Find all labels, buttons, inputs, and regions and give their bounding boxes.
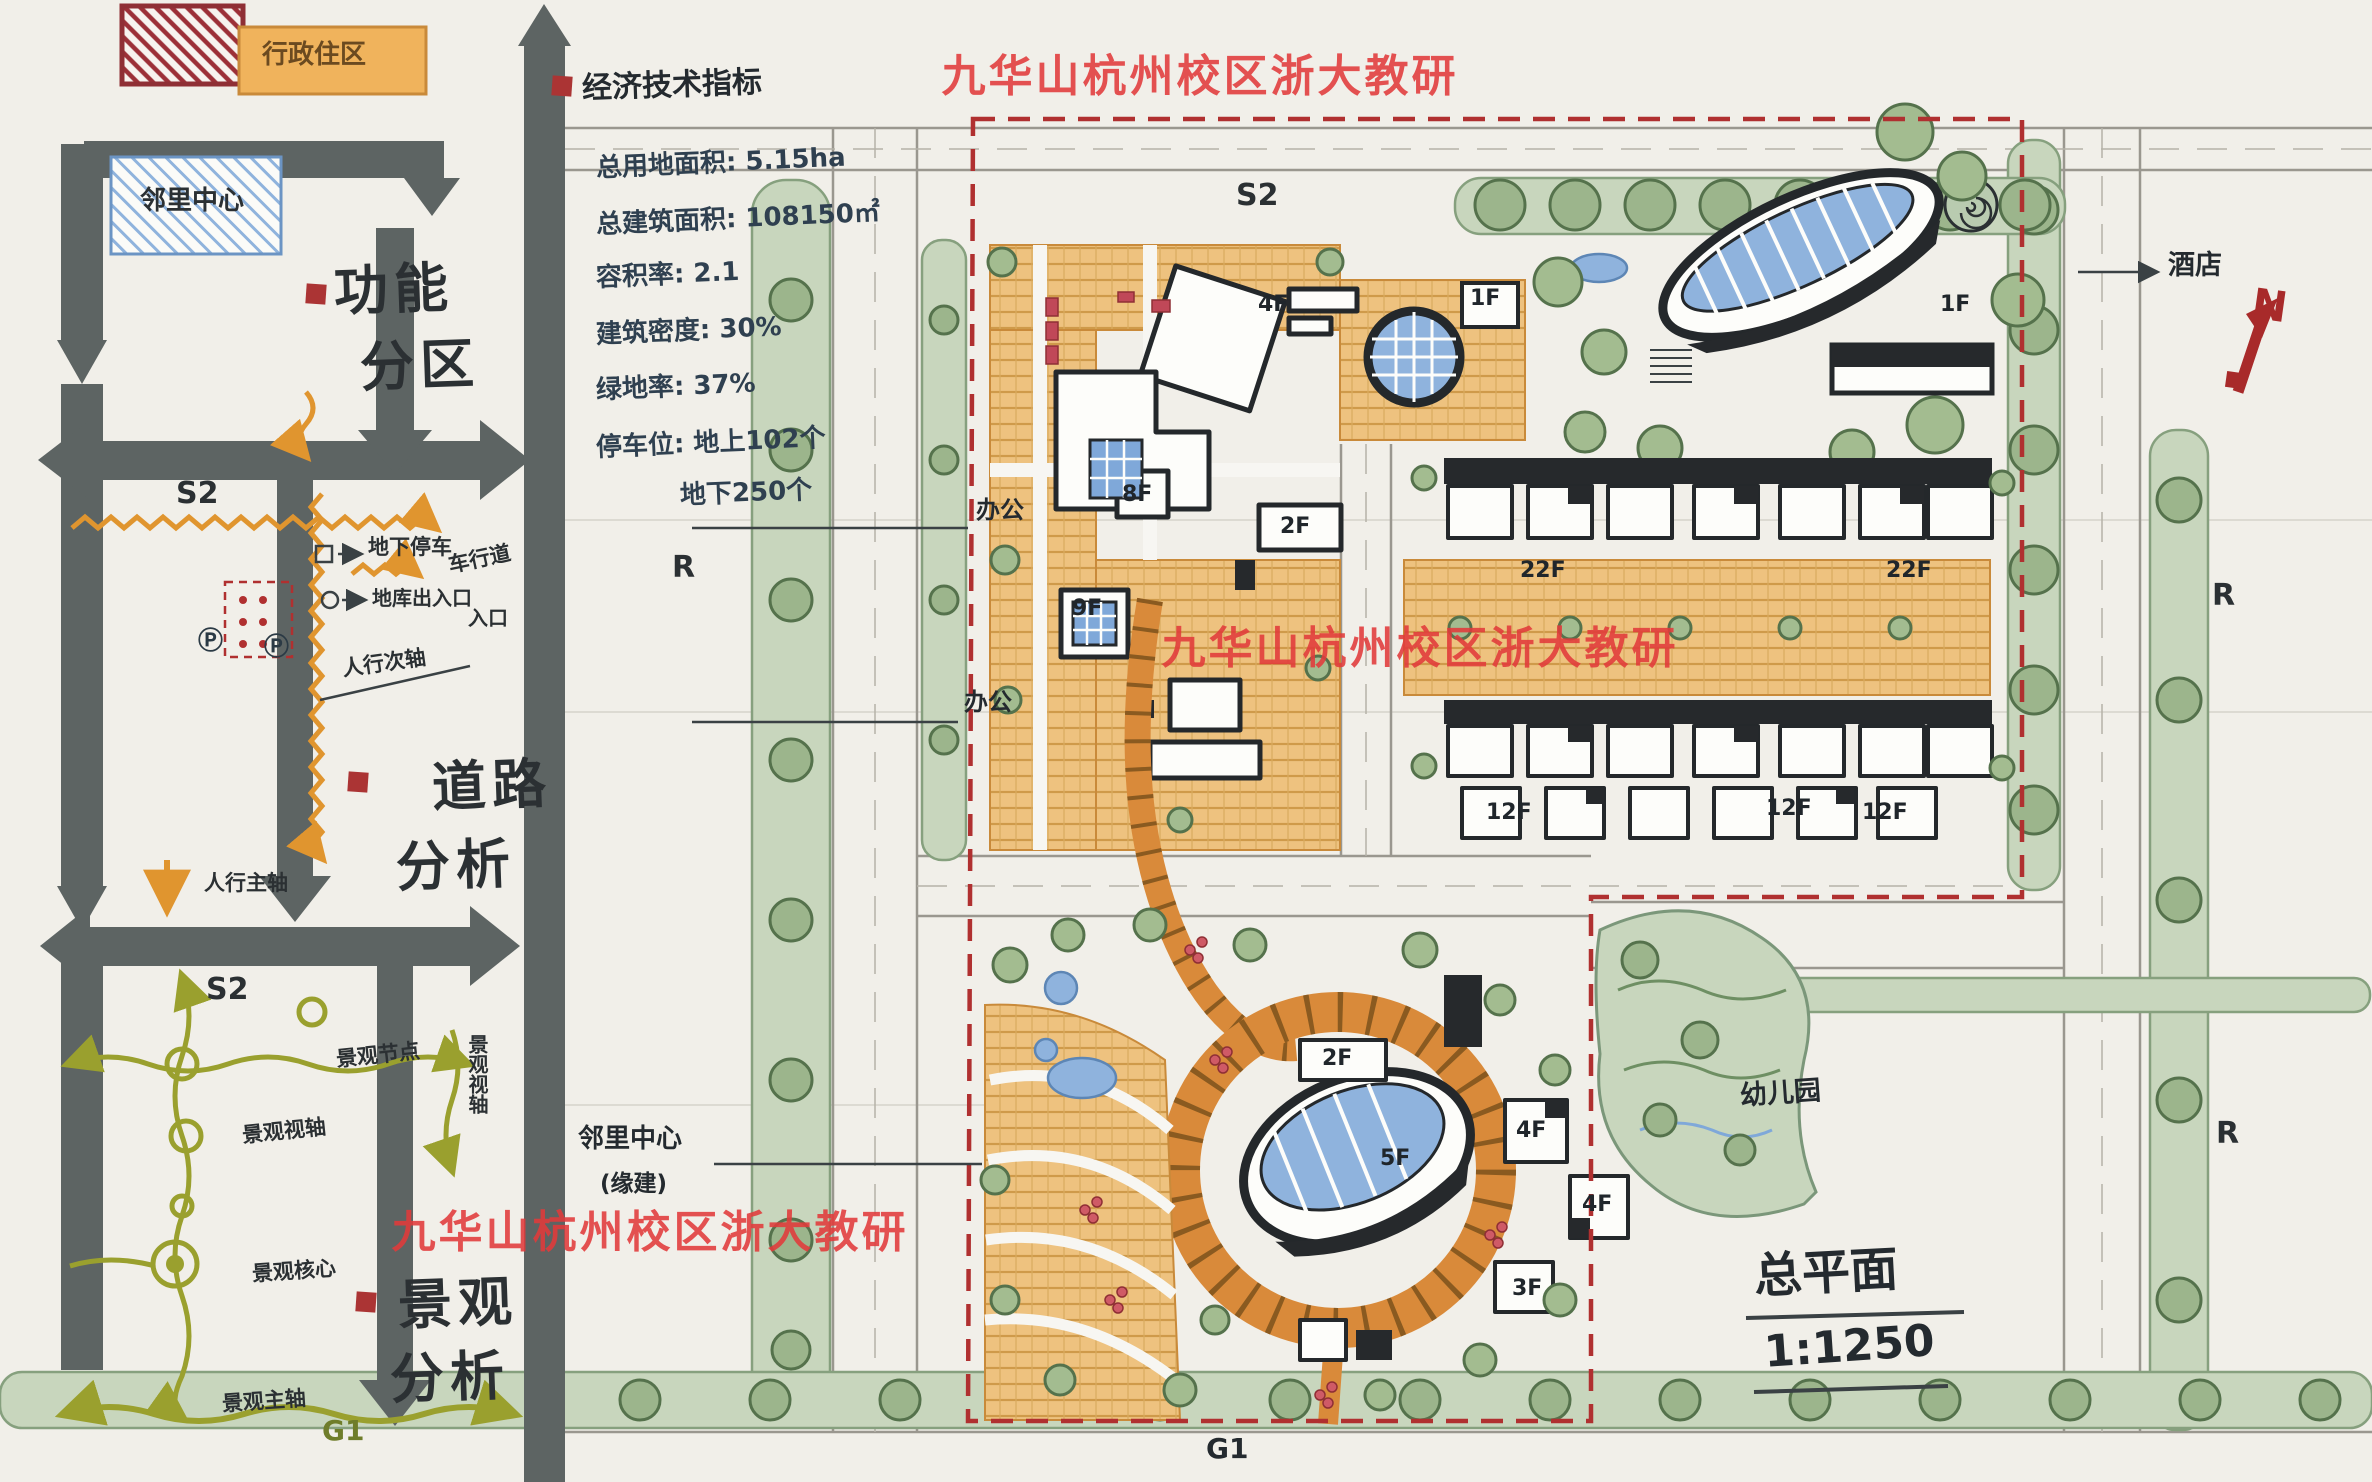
legend-neighborhood-box xyxy=(109,155,283,256)
watermark-bottom: 九华山杭州校区浙大教研 xyxy=(391,1207,909,1258)
site-boundary xyxy=(965,116,2025,1424)
floor-label: 3F xyxy=(1512,1276,1543,1301)
s2-road-label: S2 xyxy=(1236,178,1279,213)
parking-lot-box xyxy=(223,580,294,659)
plan-scale: 1:1250 xyxy=(1762,1315,1937,1378)
landscape-main-axis-label: 景观主轴 xyxy=(221,1386,307,1416)
pedestrian-main-label: 人行主轴 xyxy=(204,871,288,895)
landscape-core-label: 景观核心 xyxy=(251,1256,337,1286)
floor-label: 4F xyxy=(1582,1192,1613,1217)
cluster-office xyxy=(986,244,1526,851)
g1-road-label: G1 xyxy=(1206,1432,1249,1465)
office-label: 办公 xyxy=(976,496,1024,524)
parking-icon: Ⓟ xyxy=(198,626,224,655)
kindergarten-landscape-blob xyxy=(1594,909,1818,1218)
steps xyxy=(1650,349,1692,383)
road-title-2: 分析 xyxy=(394,831,518,900)
legend-admin-hatch xyxy=(119,3,246,87)
plan-title: 总平面 xyxy=(1752,1241,1900,1305)
legend-neighborhood-label: 邻里中心 xyxy=(140,186,245,216)
neighborhood-center-label: 邻里中心 xyxy=(578,1124,683,1154)
hotel-label: 酒店 xyxy=(2168,250,2222,281)
r-road-label: R xyxy=(2212,578,2236,613)
underground-parking-label: 地下停车 xyxy=(368,535,452,559)
north-label: N xyxy=(2248,278,2291,333)
parked-cars xyxy=(1045,291,1171,365)
landscape-s2-label: S2 xyxy=(206,972,249,1007)
entry-label: 入口 xyxy=(468,606,508,630)
roads xyxy=(565,126,2372,1434)
indicator-line: 地下250个 xyxy=(679,475,813,511)
floor-label: 2F xyxy=(1280,514,1311,539)
landscape-bullet xyxy=(355,1291,377,1313)
cluster-hotel xyxy=(1460,102,2046,476)
floor-label: 5F xyxy=(1380,1146,1411,1171)
floor-label: 4F xyxy=(1516,1118,1547,1143)
floor-label: 12F xyxy=(1862,800,1908,825)
r-road-label: R xyxy=(672,550,696,585)
floor-label: 1F xyxy=(1470,286,1501,311)
road-title-1: 道路 xyxy=(430,751,554,820)
functional-bullet xyxy=(305,283,327,305)
indicator-line: 容积率: 2.1 xyxy=(595,256,741,294)
floor-label: 4F xyxy=(1258,292,1289,317)
landscape-title-2: 分析 xyxy=(388,1343,512,1412)
flower-clusters xyxy=(1079,936,1508,1409)
sidebar-diagrams xyxy=(38,3,571,1482)
landscape-view-axis-label: 景观视轴 xyxy=(465,1034,489,1114)
garage-entry-label: 地库出入口 xyxy=(372,586,472,610)
neighborhood-center-note: (缘建) xyxy=(600,1171,668,1197)
landscape-core-node xyxy=(166,1255,184,1273)
leader-lines xyxy=(692,260,2161,1394)
floor-label: 12F xyxy=(1486,800,1532,825)
floor-label: 22F xyxy=(1886,558,1932,583)
indicators-title: 经济技术指标 xyxy=(581,64,763,107)
floor-label: 2F xyxy=(1322,1046,1353,1071)
indicators-bullet xyxy=(551,75,573,97)
floor-label: 8F xyxy=(1122,482,1153,507)
floor-label: 22F xyxy=(1520,558,1566,583)
parking-icon: Ⓟ xyxy=(264,632,290,661)
r-road-label: R xyxy=(2216,1116,2240,1151)
floor-label: 9F xyxy=(1072,596,1103,621)
north-arrow xyxy=(2224,298,2278,394)
functional-title-2: 分区 xyxy=(358,331,482,400)
kindergarten-label: 幼儿园 xyxy=(1738,1075,1822,1112)
functional-title-1: 功能 xyxy=(332,255,456,324)
watermark-top: 九华山杭州校区浙大教研 xyxy=(941,51,1459,102)
floor-label: 12F xyxy=(1766,796,1812,821)
landscape-title-1: 景观 xyxy=(396,1269,520,1338)
watermark-middle: 九华山杭州校区浙大教研 xyxy=(1161,623,1679,674)
cluster-residential xyxy=(1403,458,2016,840)
legend-admin-box xyxy=(237,25,428,96)
road-s2-label: S2 xyxy=(176,476,219,511)
g1-sidebar-label: G1 xyxy=(322,1414,365,1447)
road-bullet xyxy=(347,771,369,793)
legend-admin-label: 行政住区 xyxy=(262,40,367,70)
floor-label: 1F xyxy=(1940,292,1971,317)
cluster-neighborhood-center xyxy=(979,907,1630,1421)
office-label: 办公 xyxy=(964,688,1012,716)
